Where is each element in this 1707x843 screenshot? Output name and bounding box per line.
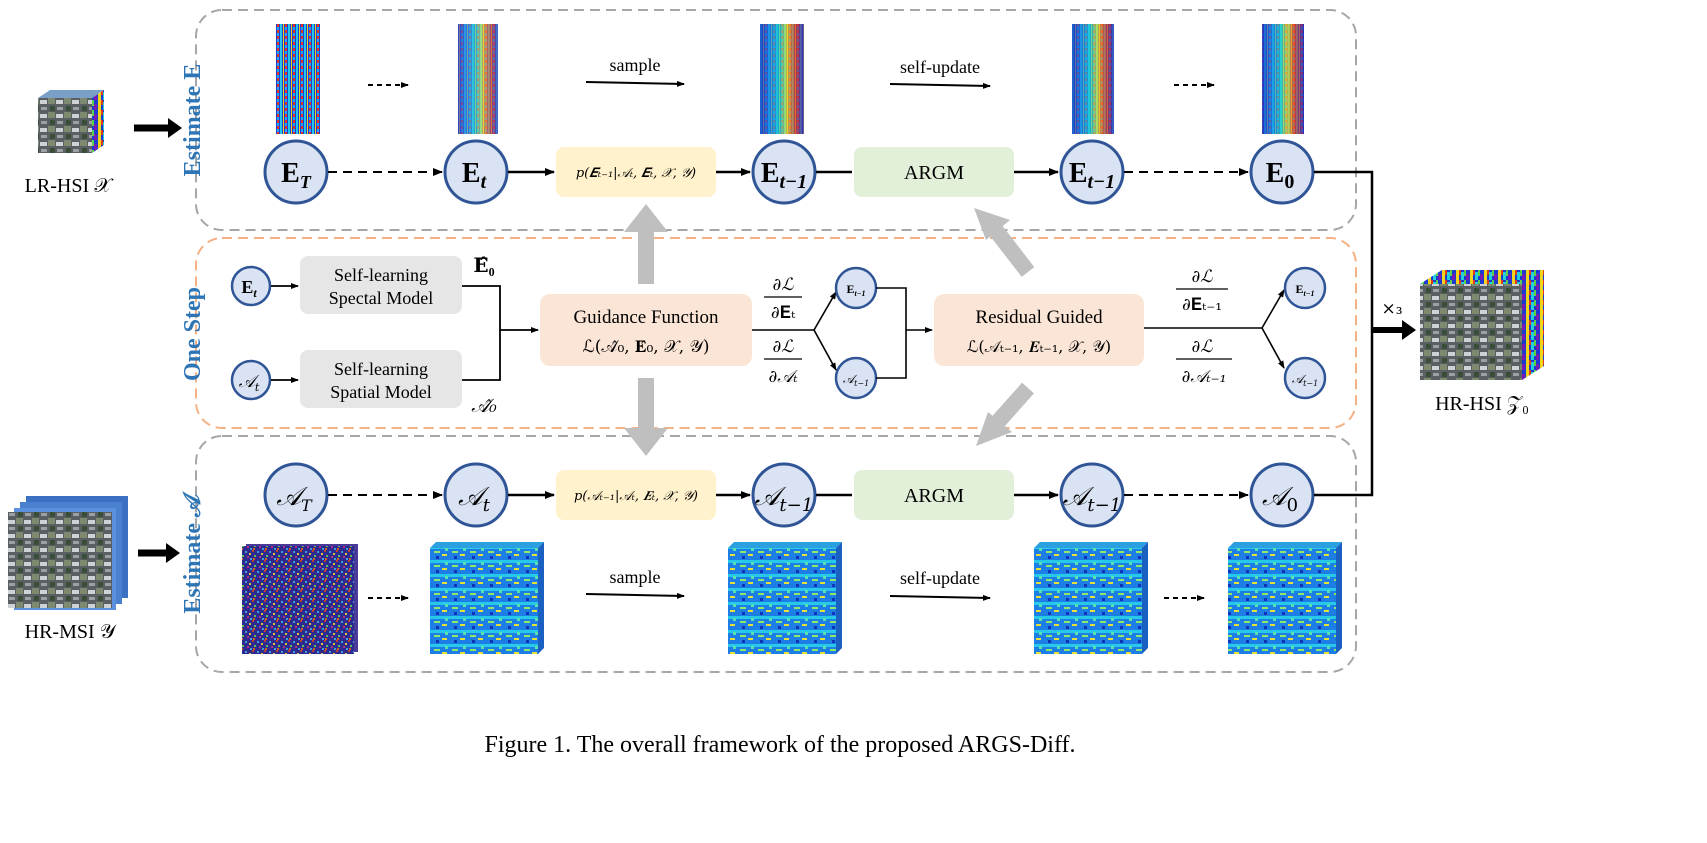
spatial-image-updated [1034,542,1148,654]
top-sample-arrow [585,80,685,87]
spatial-image-final [1228,542,1342,654]
spectral-model-line1: Self-learning [334,265,428,285]
small-node-at: 𝒜t [230,359,272,401]
bottom-self-update-arrow [889,594,991,601]
spatial-image-t-1 [728,542,842,654]
times3-label: ×₃ [1381,299,1402,319]
spatial-model-box [300,350,462,408]
bottom-conditional-label: p(𝒜ₜ₋₁|𝒜ₜ, 𝑬ₜ, 𝒳, 𝒴) [574,489,698,504]
node-e-t: Et [443,139,509,205]
small-node-e-t-1-right: Et−1 [1283,266,1327,310]
connector-e0-output [1314,170,1374,330]
lr-hsi-cube [38,90,104,153]
spectral-image-t-1-texture [760,24,804,134]
top-argm-box [854,147,1014,197]
hr-msi-arrow-head [166,543,180,563]
grad-e-denominator: ∂𝐄ₜ [771,303,796,323]
top-self-update-label: self-update [900,57,980,77]
small-node-a-t-1-mid: 𝒜t−1 [834,356,878,400]
node-e-t-minus-1-updated: Et−1 [1059,139,1125,205]
grad-a-numerator: ∂ℒ [772,337,794,357]
spectral-image-t-texture [458,24,498,134]
spectral-image-final-texture [1262,24,1304,134]
bottom-sample-arrow [585,592,685,599]
grad-e-numerator: ∂ℒ [772,275,794,295]
residual-guided-formula: ℒ(𝒜ₜ₋₁, 𝑬ₜ₋₁, 𝒳, 𝒴) [967,337,1111,356]
node-a-0: 𝒜0 [1249,462,1315,528]
gray-arrow-up-to-top-argm [974,208,1035,277]
small-node-a-t-1-right: 𝒜t−1 [1283,356,1327,400]
connector-a0-output [1314,330,1374,497]
grad-e1-numerator: ∂ℒ [1191,267,1213,287]
node-e-T: ET [263,139,329,205]
small-node-et: Et [230,265,272,307]
spectral-model-line2: Spectal Model [329,288,433,308]
node-e-t-minus-1: Et−1 [751,139,817,205]
hr-msi-cube [8,496,128,610]
spatial-image-t [430,542,544,654]
hr-msi-label: HR-MSI 𝒴 [25,621,117,643]
connector-spectral-guidance [462,285,501,330]
one-step-frame [195,237,1357,429]
bottom-self-update-label: self-update [900,568,980,588]
top-argm-label: ARGM [904,162,964,184]
figure-caption: Figure 1. The overall framework of the p… [485,732,1076,758]
node-a-t-minus-1-updated: 𝒜t−1 [1059,462,1125,528]
top-self-update-arrow [889,82,991,89]
gray-arrow-down-to-bottom-argm [976,382,1034,446]
guidance-function-title: Guidance Function [573,307,719,328]
branch-to-right-a [1261,327,1285,369]
connector-spatial-guidance [462,330,501,381]
spectral-model-box [300,256,462,314]
output-arrow-head [1402,320,1416,340]
node-e-0: E0 [1249,139,1315,205]
estimate-a-frame [195,435,1357,673]
grad-a-denominator: ∂𝒜ₜ [768,367,798,387]
branch-to-small-a [813,329,837,371]
grad-e1-denominator: ∂𝐄ₜ₋₁ [1182,295,1222,315]
node-a-t: 𝒜t [443,462,509,528]
top-conditional-box [556,147,716,197]
hr-hsi-output-cube [1420,270,1544,380]
spatial-noise-image [242,544,358,654]
connector-small-a-residual [876,330,907,379]
grad-a1-denominator: ∂𝒜ₜ₋₁ [1182,367,1227,387]
top-sample-label: sample [610,55,661,75]
section-label-estimate-a: Estimate 𝒜 [180,491,206,614]
estimate-e-frame [195,9,1357,231]
branch-to-right-e [1261,289,1285,329]
a0-hat-label: 𝒜̂₀ [471,395,497,417]
branch-to-small-e [813,291,837,331]
section-label-estimate-e: Estimate E [180,64,206,177]
top-conditional-label: p(𝑬ₜ₋₁|𝒜ₜ, 𝑬ₜ, 𝒳, 𝒴) [576,166,696,181]
residual-guided-box [934,294,1144,366]
bottom-argm-box [854,470,1014,520]
connector-small-e-residual [876,287,907,330]
gray-arrow-down-to-bottom-cond [624,378,668,456]
bottom-argm-label: ARGM [904,485,964,507]
grad-a1-numerator: ∂ℒ [1191,337,1213,357]
spectral-image-updated-texture [1072,24,1114,134]
bottom-conditional-box [556,470,716,520]
guidance-function-box [540,294,752,366]
svg-text:𝒜t: 𝒜t [239,372,260,394]
e0-hat-label: 𝐄̂₀ [473,255,494,277]
spectral-noise-image [276,24,320,134]
guidance-function-formula: ℒ(𝒜̂₀, 𝐄̂₀, 𝒳, 𝒴) [583,337,710,357]
node-a-T: 𝒜T [263,462,329,528]
lr-hsi-label: LR-HSI 𝒳 [25,175,114,197]
residual-guided-title: Residual Guided [975,307,1103,328]
spatial-model-line2: Spatial Model [330,382,432,402]
gray-arrow-up-to-top-cond [624,204,668,284]
bottom-sample-label: sample [610,567,661,587]
lr-hsi-arrow-head [168,118,182,138]
svg-text:ET: ET [281,158,312,192]
node-a-t-minus-1: 𝒜t−1 [751,462,817,528]
small-node-e-t-1-mid: Et−1 [834,266,878,310]
svg-text:Et: Et [241,277,257,300]
hr-hsi-output-label: HR-HSI 𝒵₀ [1435,393,1529,415]
spatial-model-line1: Self-learning [334,359,428,379]
section-label-one-step: One Step [180,287,206,381]
